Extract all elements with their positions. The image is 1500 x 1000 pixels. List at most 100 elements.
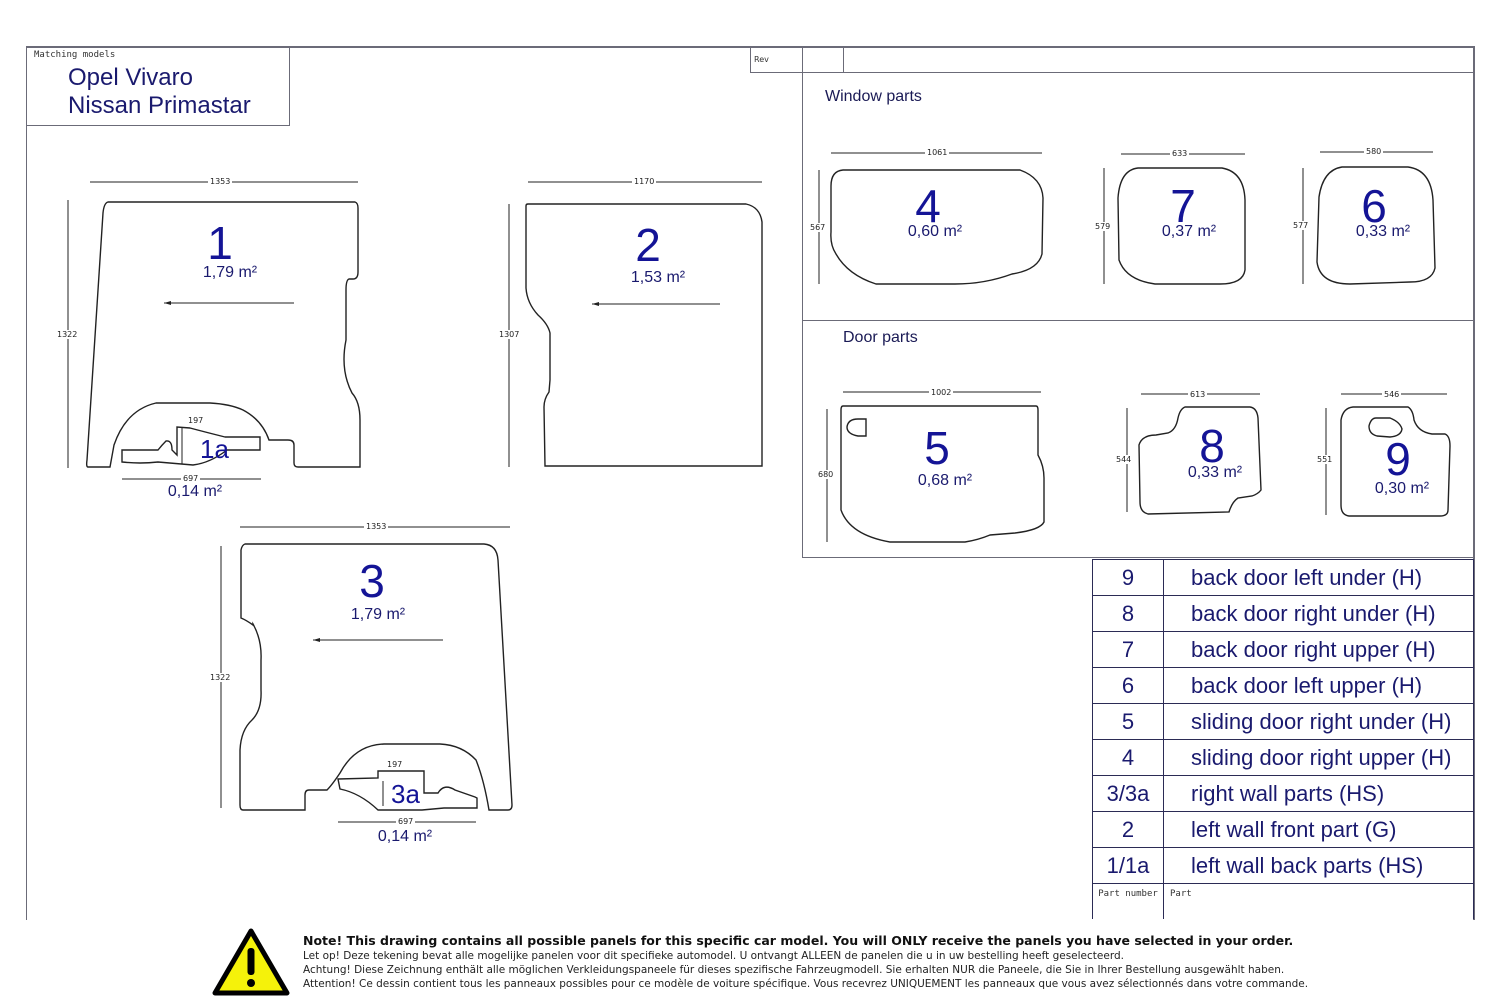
panel-6-outline xyxy=(1316,166,1436,285)
panel-2-outline xyxy=(525,203,763,467)
model-name: Nissan Primastar xyxy=(68,92,251,119)
panel-9-outline xyxy=(1340,406,1451,517)
note-german: Achtung! Diese Zeichnung enthält alle mö… xyxy=(303,964,1285,976)
dim-p9-width: 546 xyxy=(1382,390,1402,399)
panel-1-outline xyxy=(85,201,361,468)
panel-5-cutout xyxy=(846,418,867,437)
rev-label: Rev xyxy=(754,55,769,64)
panel-9-area: 0,30 m² xyxy=(1374,480,1430,497)
panel-1a-number: 1a xyxy=(200,434,229,464)
dim-p1a-width: 697 xyxy=(181,474,201,483)
panel-1a-area: 0,14 m² xyxy=(167,483,223,500)
dim-p3-width: 1353 xyxy=(364,522,389,531)
legend-part-name: back door left upper (H) xyxy=(1163,667,1474,704)
legend-header-part: Part xyxy=(1163,883,1474,919)
dim-p9-height: 551 xyxy=(1315,455,1335,464)
dim-p1-height: 1322 xyxy=(55,330,80,339)
rev-block xyxy=(750,46,1473,73)
panel-3a-number: 3a xyxy=(391,779,420,809)
panel-1-number: 1 xyxy=(207,217,233,269)
model-name: Opel Vivaro xyxy=(68,64,193,91)
panel-4-number: 4 xyxy=(915,180,941,232)
window-parts-box xyxy=(802,72,1473,321)
legend-part-number: 6 xyxy=(1092,667,1164,704)
door-parts-box xyxy=(802,321,1473,558)
legend-part-name: back door left under (H) xyxy=(1163,559,1474,596)
rev-divider xyxy=(802,46,844,72)
dim-p3a-height: 197 xyxy=(385,760,405,769)
legend-part-name: right wall parts (HS) xyxy=(1163,775,1474,812)
order-note: Note! This drawing contains all possible… xyxy=(303,932,1308,991)
panel-1-area: 1,79 m² xyxy=(202,264,258,281)
window-parts-heading: Window parts xyxy=(825,88,922,105)
panel-8-area: 0,33 m² xyxy=(1187,464,1243,481)
panel-3-outline xyxy=(239,543,513,811)
panel-4-outline xyxy=(830,169,1044,285)
panel-2-number: 2 xyxy=(635,219,661,271)
panel-3a-area: 0,14 m² xyxy=(377,828,433,845)
panel-7-area: 0,37 m² xyxy=(1161,223,1217,240)
legend-header-number: Part number xyxy=(1092,883,1164,919)
dim-p7-height: 579 xyxy=(1093,222,1113,231)
legend-part-name: sliding door right upper (H) xyxy=(1163,739,1474,776)
legend-part-number: 4 xyxy=(1092,739,1164,776)
dim-p7-width: 633 xyxy=(1170,149,1190,158)
panel-7-outline xyxy=(1117,167,1246,285)
legend-part-number: 3/3a xyxy=(1092,775,1164,812)
panel-3-area: 1,79 m² xyxy=(350,606,406,623)
note-french: Attention! Ce dessin contient tous les p… xyxy=(303,978,1309,990)
panel-6-number: 6 xyxy=(1361,180,1387,232)
panel-7-number: 7 xyxy=(1170,180,1196,232)
dim-p1-width: 1353 xyxy=(208,177,233,186)
model-list: Opel Vivaro Nissan Primastar xyxy=(68,64,251,120)
legend-part-name: left wall front part (G) xyxy=(1163,811,1474,848)
dim-p1a-height: 197 xyxy=(186,416,206,425)
panel-5-number: 5 xyxy=(924,422,950,474)
panel-1a-outline xyxy=(121,426,261,466)
legend-part-name: back door right upper (H) xyxy=(1163,631,1474,668)
panel-3-number: 3 xyxy=(359,555,385,607)
dim-p4-height: 567 xyxy=(808,223,828,232)
panel-4-area: 0,60 m² xyxy=(907,223,963,240)
dim-p3-height: 1322 xyxy=(208,673,233,682)
warning-icon xyxy=(212,928,290,996)
panel-5-area: 0,68 m² xyxy=(917,472,973,489)
dim-p2-width: 1170 xyxy=(632,177,657,186)
note-dutch: Let op! Deze tekening bevat alle mogelij… xyxy=(303,950,1124,962)
legend-part-number: 5 xyxy=(1092,703,1164,740)
dim-p5-width: 1002 xyxy=(929,388,954,397)
panel-9-cutout xyxy=(1368,417,1403,438)
legend-part-name: sliding door right under (H) xyxy=(1163,703,1474,740)
legend-part-number: 8 xyxy=(1092,595,1164,632)
dim-p8-height: 544 xyxy=(1114,455,1134,464)
panel-2-area: 1,53 m² xyxy=(630,269,686,286)
dim-p2-height: 1307 xyxy=(497,330,522,339)
matching-models-label: Matching models xyxy=(34,50,116,60)
dim-p6-width: 580 xyxy=(1364,147,1384,156)
note-english: Note! This drawing contains all possible… xyxy=(303,933,1294,948)
legend-part-number: 7 xyxy=(1092,631,1164,668)
title-block xyxy=(26,46,290,126)
legend-part-name: left wall back parts (HS) xyxy=(1163,847,1474,884)
door-parts-heading: Door parts xyxy=(843,329,918,346)
panel-9-number: 9 xyxy=(1385,433,1411,485)
legend-part-number: 2 xyxy=(1092,811,1164,848)
panel-6-area: 0,33 m² xyxy=(1355,223,1411,240)
dim-p8-width: 613 xyxy=(1188,390,1208,399)
legend-part-number: 9 xyxy=(1092,559,1164,596)
dim-p3a-width: 697 xyxy=(396,817,416,826)
legend-part-number: 1/1a xyxy=(1092,847,1164,884)
dim-p5-height: 680 xyxy=(816,470,836,479)
dim-p4-width: 1061 xyxy=(925,148,950,157)
